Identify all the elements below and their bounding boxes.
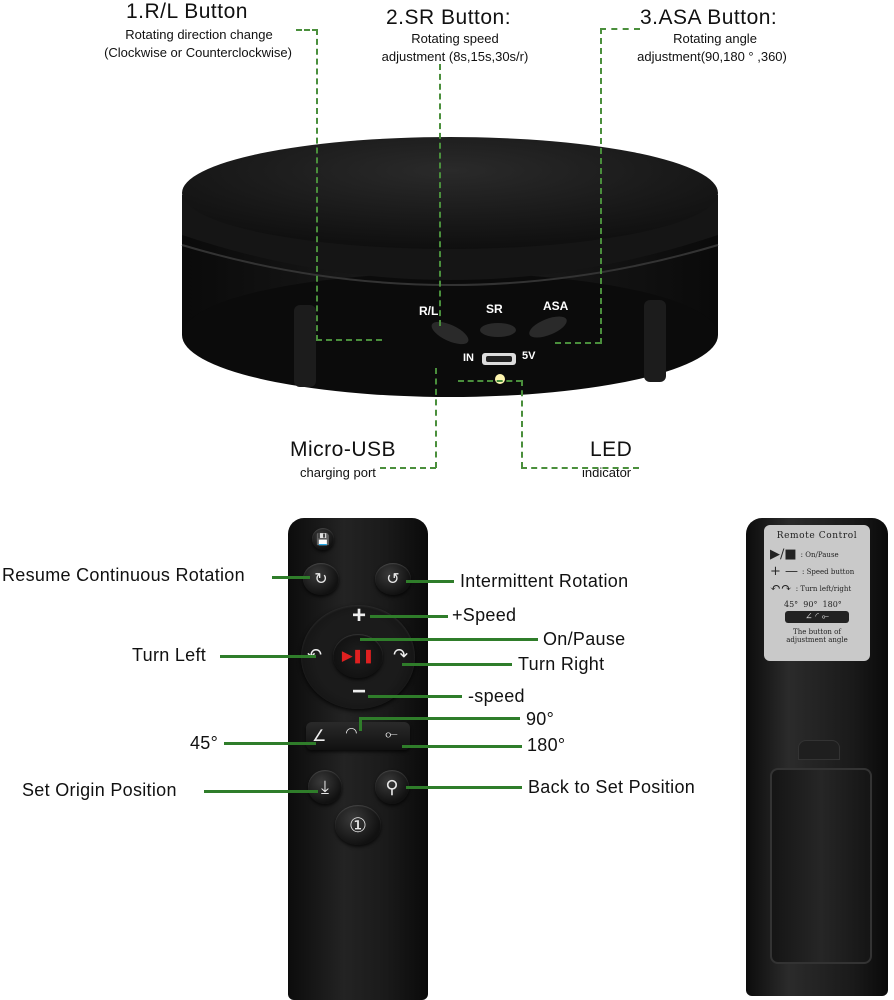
battery-cover-latch [798,740,840,760]
rl-connector-h2 [316,339,382,341]
minus-icon[interactable]: − [351,678,366,705]
turn-right-connector [402,663,512,666]
micro-usb-desc: charging port [300,465,376,480]
deg180-label: 180° [527,735,566,755]
sticker-title: Remote Control [776,531,858,541]
intermittent-rotation-label: Intermittent Rotation [460,571,629,591]
resume-rotation-button[interactable]: ↻ [303,563,339,595]
angle-button-bar [306,722,410,750]
rl-button-desc-2: (Clockwise or Counterclockwise) [104,45,292,60]
sticker-note-2: adjustment angle [786,636,848,644]
set-origin-button[interactable]: ⤓ [308,770,342,804]
sticker-angle-bar: ∠ ◜ ⟜ [785,611,849,623]
deg90-label: 90° [526,709,555,729]
turn-right-icon[interactable]: ↷ [393,645,409,665]
asa-button-desc-2: adjustment(90,180 ° ,360) [637,49,787,64]
asa-button-title: 3.ASA Button: [640,6,778,29]
battery-cover [770,768,872,964]
speed-down-connector [368,695,462,698]
remote-front [288,518,428,1000]
rl-connector-top [296,29,318,31]
asa-button-desc-1: Rotating angle [673,31,757,46]
resume-connector [272,576,310,579]
back-to-position-label: Back to Set Position [528,777,696,797]
speed-up-connector [370,615,448,618]
plus-icon[interactable]: + [351,602,366,629]
on-pause-connector [360,638,538,641]
led-connector-v [521,380,525,468]
sr-connector-v [439,64,443,326]
intermittent-connector [406,580,454,583]
save-icon-button[interactable]: 💾 [312,528,334,550]
angle-180-icon[interactable]: ⟜ [385,726,398,743]
play-pause-icon: ▶/■ [770,547,797,562]
deg45-connector [224,742,316,745]
sr-button-desc-1: Rotating speed [411,31,499,46]
deg180-connector [402,745,522,748]
sticker-row-1: ▶/■ : On/Pause [770,547,870,562]
on-pause-button[interactable]: ▶❚❚ [333,634,383,678]
device-label-5v: 5V [522,350,536,362]
micro-usb-title: Micro-USB [290,438,397,461]
asa-connector-h [555,342,601,344]
led-title: LED [590,438,633,461]
usb-connector-v [435,368,439,468]
rl-connector-h [316,29,320,341]
plus-minus-icon: + — [770,564,799,579]
sticker-note-1: The button of [793,628,841,636]
intermittent-rotation-button[interactable]: ↺ [375,563,411,595]
back-to-position-connector [406,786,522,789]
asa-connector-v [600,28,604,344]
sticker-row-2: + — : Speed button [770,564,870,579]
resume-rotation-label: Resume Continuous Rotation [2,565,245,585]
angle-45-icon[interactable]: ∠ [312,728,327,745]
set-origin-connector [204,790,318,793]
sticker-angles: 45° 90° 180° [784,600,842,609]
sr-button-desc-2: adjustment (8s,15s,30s/r) [381,49,529,64]
deg45-label: 45° [190,733,219,753]
turn-left-label: Turn Left [132,645,207,665]
device-label-in: IN [463,352,474,364]
angle-90-icon[interactable]: ◜◝ [346,724,357,740]
asa-connector-top [600,28,640,30]
mode-1-button[interactable]: ① [335,805,381,845]
on-pause-label: On/Pause [543,629,626,649]
sticker-row-1-text: : On/Pause [800,550,839,559]
device-label-rl: R/L [419,304,439,318]
deg90-connector-h [360,717,520,720]
led-connector-top [458,380,522,382]
turn-icons: ↶↷ [770,581,792,596]
sticker-row-3-text: : Turn left/right [795,584,852,593]
led-connector-h [521,467,639,469]
remote-back-sticker: Remote Control ▶/■ : On/Pause + — : Spee… [764,525,870,661]
device-label-sr: SR [486,302,503,316]
deg90-connector-v [359,717,362,731]
rl-button-title: 1.R/L Button [126,0,248,23]
turn-left-connector [220,655,316,658]
back-to-position-button[interactable]: ⚲ [375,770,409,804]
usb-connector-h [380,467,436,469]
speed-up-label: +Speed [452,605,517,625]
set-origin-label: Set Origin Position [22,780,177,800]
rl-button-desc-1: Rotating direction change [125,27,273,42]
sticker-row-3: ↶↷ : Turn left/right [770,581,870,596]
speed-down-label: -speed [468,686,525,706]
device-label-asa: ASA [543,299,569,313]
sr-button-title: 2.SR Button: [386,6,512,29]
sticker-row-2-text: : Speed button [802,567,855,576]
turntable-illustration [180,135,720,397]
turn-right-label: Turn Right [518,654,605,674]
